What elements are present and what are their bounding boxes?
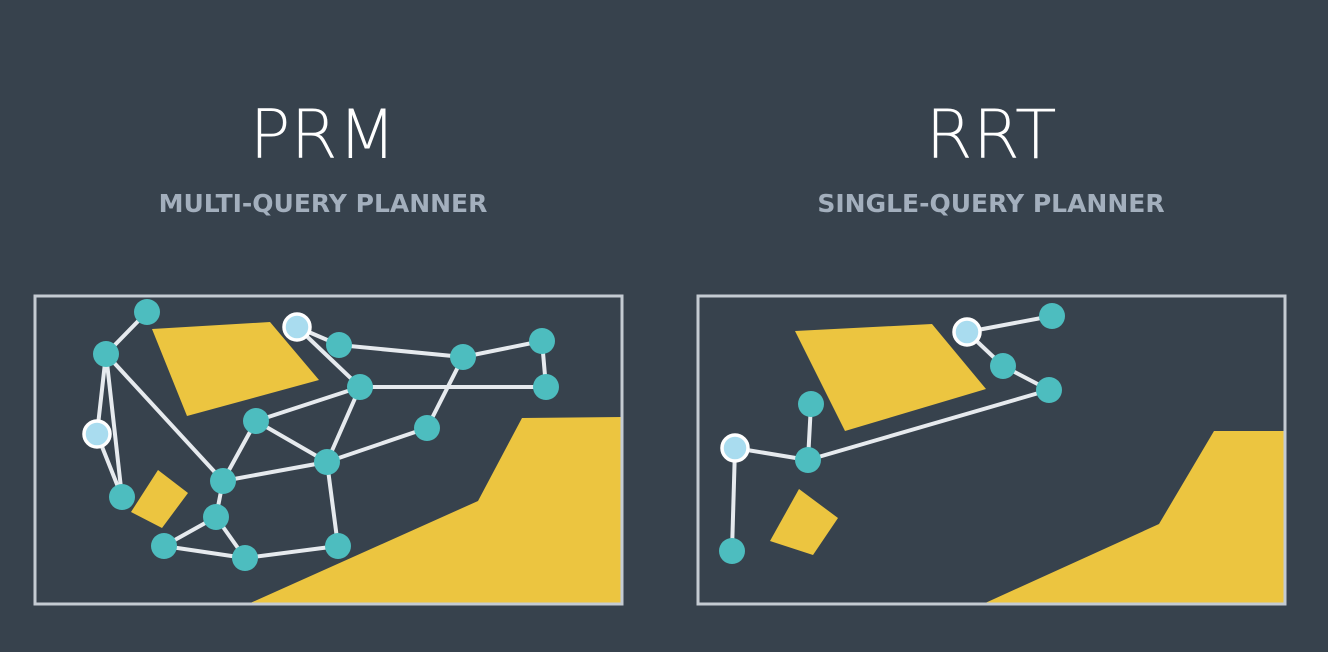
prm-graph-node <box>151 533 177 559</box>
prm-endpoint-node <box>282 312 312 342</box>
rrt-nodes <box>719 303 1065 564</box>
prm-frame <box>33 294 624 606</box>
rrt-edge <box>806 388 1051 462</box>
prm-nodes <box>82 299 559 571</box>
prm-title: PRM <box>250 96 397 175</box>
prm-graph-node <box>347 374 373 400</box>
rrt-obstacle-quad <box>795 324 986 431</box>
rrt-obstacle-small <box>770 489 838 555</box>
prm-obstacle-small <box>131 470 188 528</box>
rrt-endpoint-node <box>952 317 982 347</box>
prm-edge <box>254 385 362 423</box>
prm-graph-node <box>232 545 258 571</box>
prm-subtitle: MULTI-QUERY PLANNER <box>159 189 488 218</box>
prm-edge <box>243 544 340 560</box>
rrt-graph-node <box>1039 303 1065 329</box>
prm-graph-node <box>109 484 135 510</box>
prm-graph-node <box>529 328 555 354</box>
rrt-title: RRT <box>925 96 1056 175</box>
prm-panel: PRM MULTI-QUERY PLANNER <box>33 96 624 606</box>
prm-graph-node <box>93 341 119 367</box>
rrt-endpoint-node <box>720 433 750 463</box>
prm-graph-node <box>134 299 160 325</box>
prm-edge <box>254 419 329 464</box>
prm-graph-node <box>326 332 352 358</box>
rrt-frame <box>696 294 1287 606</box>
rrt-canvas <box>696 294 1287 606</box>
prm-graph-node <box>325 533 351 559</box>
prm-obstacle-large <box>248 417 622 604</box>
prm-edge <box>104 352 124 499</box>
rrt-graph-node <box>990 353 1016 379</box>
rrt-graph-node <box>795 447 821 473</box>
prm-graph-node <box>314 449 340 475</box>
rrt-graph-node <box>719 538 745 564</box>
prm-edge <box>337 343 465 359</box>
prm-edge <box>325 385 362 464</box>
prm-graph-node <box>203 504 229 530</box>
prm-graph-node <box>243 408 269 434</box>
prm-graph-node <box>450 344 476 370</box>
prm-graph-node <box>210 468 236 494</box>
prm-obstacle-quad <box>152 322 319 416</box>
rrt-graph-node <box>1036 377 1062 403</box>
prm-edge <box>162 544 247 560</box>
rrt-graph-node <box>798 391 824 417</box>
prm-canvas <box>33 294 624 606</box>
rrt-obstacle-large <box>983 431 1285 604</box>
prm-graph-node <box>533 374 559 400</box>
rrt-subtitle: SINGLE-QUERY PLANNER <box>817 189 1164 218</box>
prm-edge <box>104 352 225 483</box>
prm-edge <box>325 460 340 548</box>
prm-edge <box>425 355 465 430</box>
prm-edge <box>461 339 544 359</box>
prm-edge <box>325 426 429 464</box>
rrt-edge <box>730 446 737 553</box>
rrt-panel: RRT SINGLE-QUERY PLANNER <box>696 96 1287 606</box>
prm-edge <box>221 460 329 483</box>
prm-endpoint-node <box>82 419 112 449</box>
prm-graph-node <box>414 415 440 441</box>
